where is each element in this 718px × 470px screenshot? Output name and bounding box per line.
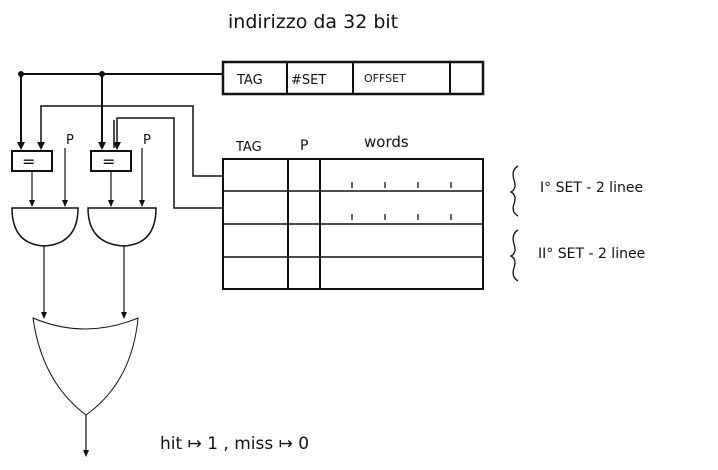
result-text: hit ↦ 1 , miss ↦ 0	[160, 434, 309, 454]
and-gate-1	[11, 207, 79, 247]
valid-bit-wires: P P	[29, 133, 151, 207]
p-label-1: P	[66, 133, 74, 148]
set-label-1: I° SET - 2 linee	[540, 180, 643, 196]
brace-set-1	[509, 165, 519, 217]
or-gate	[32, 317, 139, 416]
cache-table	[222, 158, 484, 290]
header-p: P	[300, 138, 308, 154]
comparator-2-symbol: =	[102, 152, 115, 171]
comparator-1-symbol: =	[22, 152, 35, 171]
comparator-2: =	[90, 150, 132, 172]
set-label-2: II° SET - 2 linee	[538, 246, 645, 262]
brace-set-2	[509, 229, 519, 282]
word-ticks-row-2	[351, 214, 452, 220]
comparator-1: =	[11, 150, 53, 172]
address-field-set: #SET	[291, 73, 326, 88]
header-words: words	[364, 133, 409, 151]
and-to-or-wires	[41, 246, 127, 319]
address-field-tag: TAG	[236, 73, 263, 88]
word-ticks-row-1	[351, 182, 452, 188]
and-gate-2	[87, 207, 157, 247]
header-tag: TAG	[235, 140, 262, 155]
title: indirizzo da 32 bit	[228, 11, 398, 33]
p-label-2: P	[143, 133, 151, 148]
address-field-offset: OFFSET	[364, 72, 406, 85]
tag-bus	[17, 71, 223, 150]
cache-tag-wires	[37, 105, 223, 209]
address-register: TAG #SET OFFSET	[221, 60, 485, 96]
